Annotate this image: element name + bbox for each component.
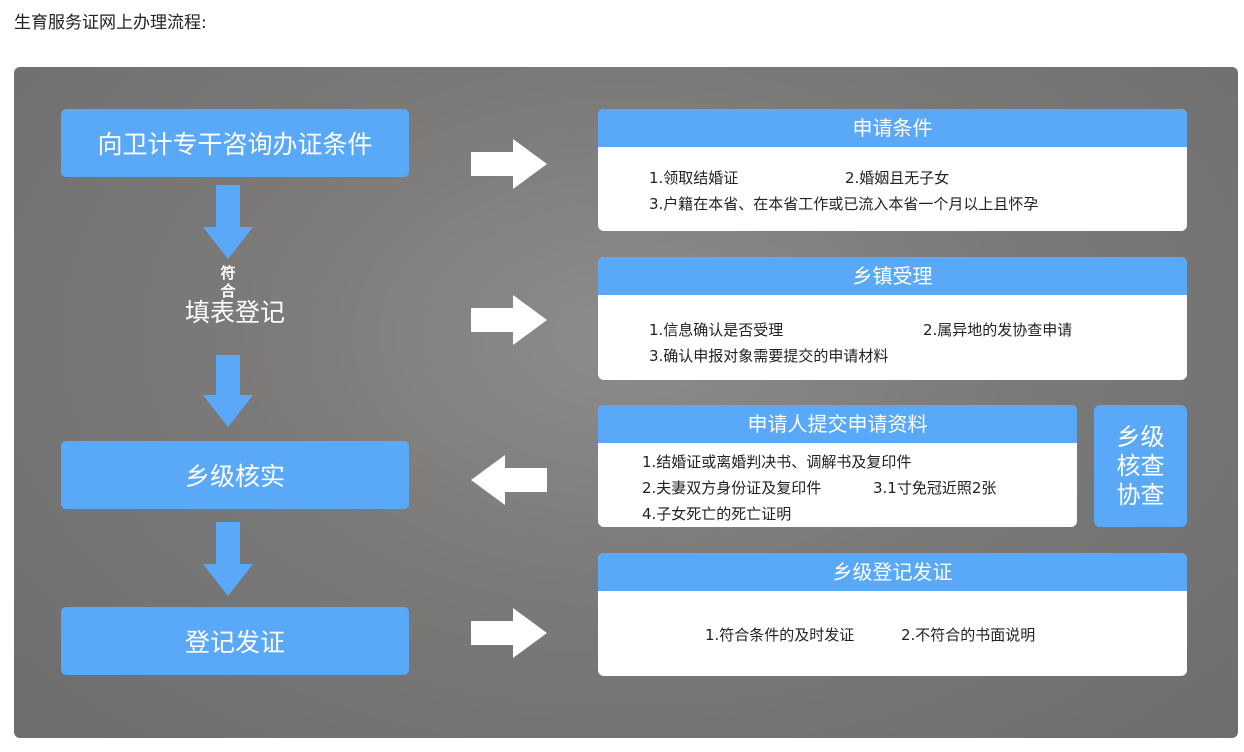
page-title: 生育服务证网上办理流程: [14,13,207,33]
issue-item: 1.符合条件的及时发证 [705,626,855,644]
card-township-acceptance: 乡镇受理 1.信息确认是否受理 2.属异地的发协查申请 3.确认申报对象需要提交… [598,257,1187,380]
step-township-verify: 乡级核实 [61,441,409,509]
arrow-down-icon [203,355,253,427]
arrow-down-icon [203,185,253,259]
township-verification-box: 乡级 核查 协查 [1094,405,1187,527]
side-box-line: 核查 [1116,451,1165,480]
card-township-issue: 乡级登记发证 1.符合条件的及时发证 2.不符合的书面说明 [598,553,1187,676]
acceptance-item: 2.属异地的发协查申请 [923,321,1073,339]
arrow-left-icon [471,455,547,505]
material-item: 4.子女死亡的死亡证明 [642,505,792,523]
step-fill-form: 填表登记 [184,298,285,327]
card-application-conditions: 申请条件 1.领取结婚证 2.婚姻且无子女 3.户籍在本省、在本省工作或已流入本… [598,109,1187,231]
condition-item: 2.婚姻且无子女 [845,169,950,187]
acceptance-item: 1.信息确认是否受理 [649,321,784,339]
arrow-right-icon [471,608,547,658]
material-item: 1.结婚证或离婚判决书、调解书及复印件 [642,453,912,471]
card-title: 申请人提交申请资料 [598,405,1077,443]
card-submit-materials: 申请人提交申请资料 1.结婚证或离婚判决书、调解书及复印件 2.夫妻双方身份证及… [598,405,1077,527]
flowchart-panel: 向卫计专干咨询办证条件 符合 填表登记 乡级核实 登记发证 申请条件 1.领取结… [14,67,1238,738]
step-issue-certificate: 登记发证 [61,607,409,675]
arrow-right-icon [471,139,547,189]
arrow-down-icon [203,522,253,596]
arrow-label-qualified: 符合 [220,264,236,300]
card-title: 乡镇受理 [598,257,1187,295]
issue-item: 2.不符合的书面说明 [901,626,1036,644]
arrow-right-icon [471,295,547,345]
card-title: 乡级登记发证 [598,553,1187,591]
side-box-line: 协查 [1116,480,1165,509]
condition-item: 1.领取结婚证 [649,169,739,187]
card-title: 申请条件 [598,109,1187,147]
material-item: 2.夫妻双方身份证及复印件 [642,479,822,497]
acceptance-item: 3.确认申报对象需要提交的申请材料 [649,347,889,365]
condition-item: 3.户籍在本省、在本省工作或已流入本省一个月以上且怀孕 [649,195,1039,213]
material-item: 3.1寸免冠近照2张 [873,479,997,497]
side-box-line: 乡级 [1116,422,1165,451]
step-consult: 向卫计专干咨询办证条件 [61,109,409,177]
